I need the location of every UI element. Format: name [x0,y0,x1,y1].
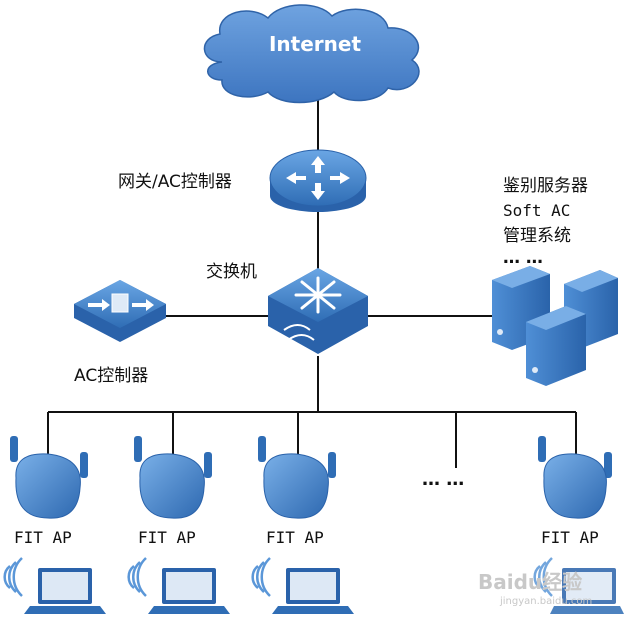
gateway-label: 网关/AC控制器 [118,172,232,192]
ap-label: FIT AP [541,528,599,547]
server-cluster-icon [492,266,618,386]
access-point-icon [134,436,212,519]
more-aps-ellipsis: … … [422,469,465,490]
laptop-wireless-icon [3,557,106,614]
laptop-wireless-icon [533,557,624,614]
switch-label: 交换机 [206,262,257,282]
server-label-line3: 管理系统 [503,226,571,246]
ap-label: FIT AP [14,528,72,547]
ac-controller-label: AC控制器 [74,366,149,386]
access-point-icon [10,436,88,519]
internet-cloud-icon [203,4,420,104]
access-point-icon [538,436,612,519]
ap-label: FIT AP [138,528,196,547]
server-label-line2: Soft AC [503,201,571,220]
gateway-router-icon [269,149,367,212]
server-label-line1: 鉴别服务器 [503,176,588,196]
server-label-line4: … … [503,248,543,268]
watermark-brand: Baidu经验 [478,570,583,594]
ap-label: FIT AP [266,528,324,547]
laptop-wireless-icon [251,557,354,614]
core-switch-icon [268,268,368,354]
watermark-url: jingyan.baidu.com [500,596,593,607]
ac-controller-icon [74,280,166,342]
internet-label: Internet [268,32,362,56]
access-point-icon [258,436,336,519]
laptop-wireless-icon [127,557,230,614]
connection-lines [47,92,577,468]
